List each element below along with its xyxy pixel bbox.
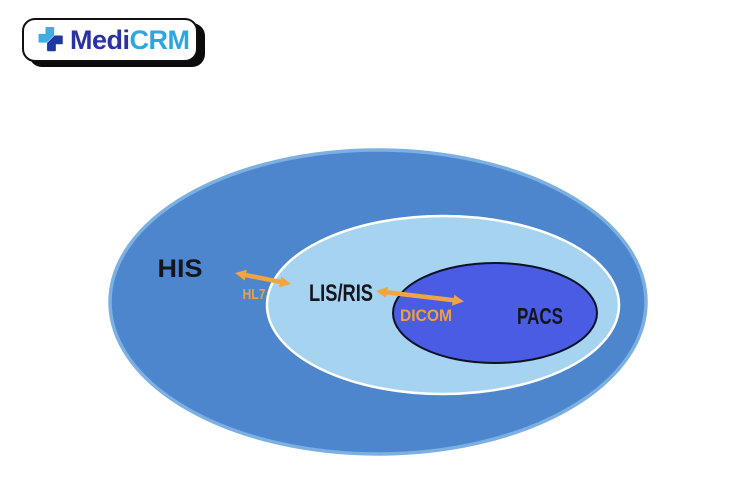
dicom-label: DICOM	[400, 306, 452, 325]
dicom-arrowhead-right	[451, 294, 464, 306]
logo-wordmark: MediCRM	[70, 24, 191, 55]
logo-text-medi: Medi	[70, 24, 130, 55]
cross-dark-half	[47, 35, 63, 52]
his-label: HIS	[158, 255, 203, 283]
cross-light-half	[38, 26, 55, 43]
medical-cross-icon	[38, 26, 63, 52]
logo-text-crm: CRM	[129, 24, 191, 55]
lisris-label: LIS/RIS	[309, 280, 373, 307]
hl7-arrowhead-right	[279, 276, 291, 288]
medicrm-logo: MediCRM	[22, 18, 198, 62]
hl7-arrow-shaft	[241, 272, 285, 285]
pacs-ellipse	[392, 262, 598, 364]
hl7-arrowhead-left	[235, 269, 247, 281]
hl7-arrow	[235, 269, 291, 288]
dicom-arrow-shaft	[382, 289, 458, 303]
dicom-arrowhead-left	[376, 286, 389, 298]
dicom-arrow	[376, 286, 464, 306]
hl7-label: HL7	[243, 286, 266, 303]
pacs-label: PACS	[517, 303, 563, 329]
